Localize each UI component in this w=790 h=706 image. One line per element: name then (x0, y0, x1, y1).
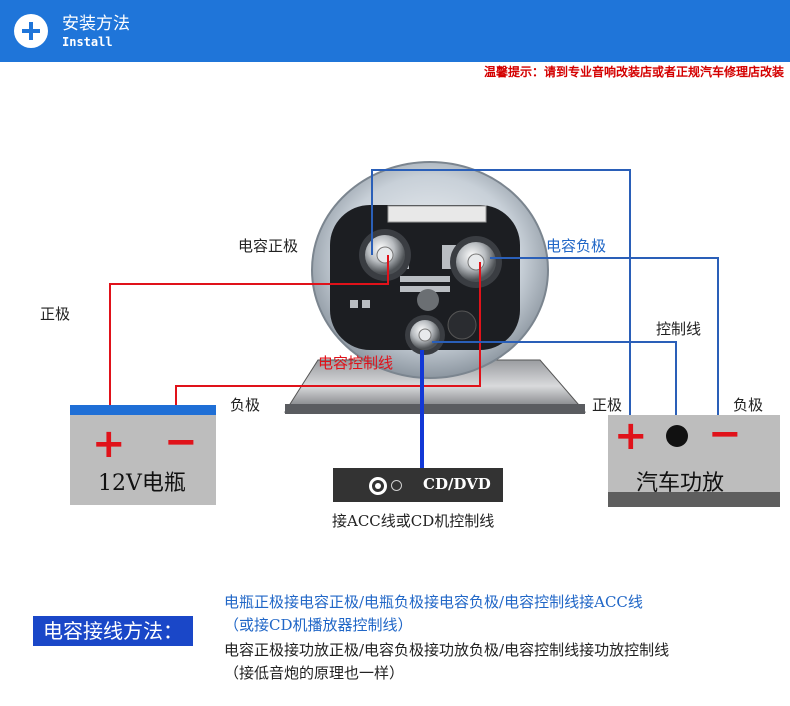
battery-box (70, 405, 216, 505)
cd-power-ring-icon (369, 477, 387, 495)
capacitor-negative-label: 电容负极 (546, 237, 607, 255)
battery-positive-wire (109, 255, 389, 405)
positive-terminal-bolt (359, 229, 411, 281)
amplifier-bottom-strip (608, 492, 780, 507)
amplifier-box (608, 415, 780, 507)
capacitor-positive-label: 电容正极 (238, 237, 299, 255)
method-line-2: （或接CD机播放器控制线） (224, 616, 413, 634)
blue-wires (371, 169, 719, 425)
battery-plus-icon: + (92, 421, 126, 467)
acc-note: 接ACC线或CD机控制线 (332, 512, 495, 530)
method-line-3: 电容正极接功放正极/电容负极接功放负极/电容控制线接功放控制线 (224, 641, 670, 659)
amplifier-label: 汽车功放 (636, 471, 725, 496)
method-line-4: （接低音炮的原理也一样） (224, 664, 405, 682)
control-line-label: 控制线 (656, 320, 702, 338)
cd-dvd-label: CD/DVD (423, 475, 491, 493)
capacitor-control-label: 电容控制线 (318, 354, 394, 372)
amp-control-dot-icon (666, 425, 688, 447)
tip-text: 温馨提示：请到专业音响改装店或者正规汽车修理店改装 (483, 65, 784, 79)
amp-negative-wire (490, 257, 719, 415)
amp-minus-icon: − (708, 411, 742, 457)
control-terminal-bolt (405, 315, 445, 355)
amp-positive-wire (371, 169, 631, 415)
right-negative-label: 负极 (733, 396, 764, 414)
red-wires (109, 255, 481, 405)
left-negative-label: 负极 (230, 396, 261, 414)
battery-label: 12V电瓶 (98, 471, 186, 496)
battery-negative-wire (175, 262, 481, 405)
cd-dvd-unit: CD/DVD (333, 468, 503, 502)
right-positive-label: 正极 (592, 396, 623, 414)
amp-plus-icon: + (614, 413, 648, 459)
negative-terminal-bolt (450, 236, 502, 288)
cd-indicator-icon (391, 480, 402, 491)
header-title: 安装方法 (62, 14, 130, 34)
plus-circle-icon (14, 14, 48, 48)
header-bar (0, 0, 790, 62)
battery-top-strip (70, 405, 216, 415)
method-line-1: 电瓶正极接电容正极/电瓶负极接电容负极/电容控制线接ACC线 (224, 593, 643, 611)
header-subtitle: Install (62, 35, 113, 49)
method-title: 电容接线方法： (33, 616, 193, 646)
left-positive-label: 正极 (40, 305, 71, 323)
amp-control-wire (432, 341, 677, 425)
battery-minus-icon: − (164, 419, 198, 465)
